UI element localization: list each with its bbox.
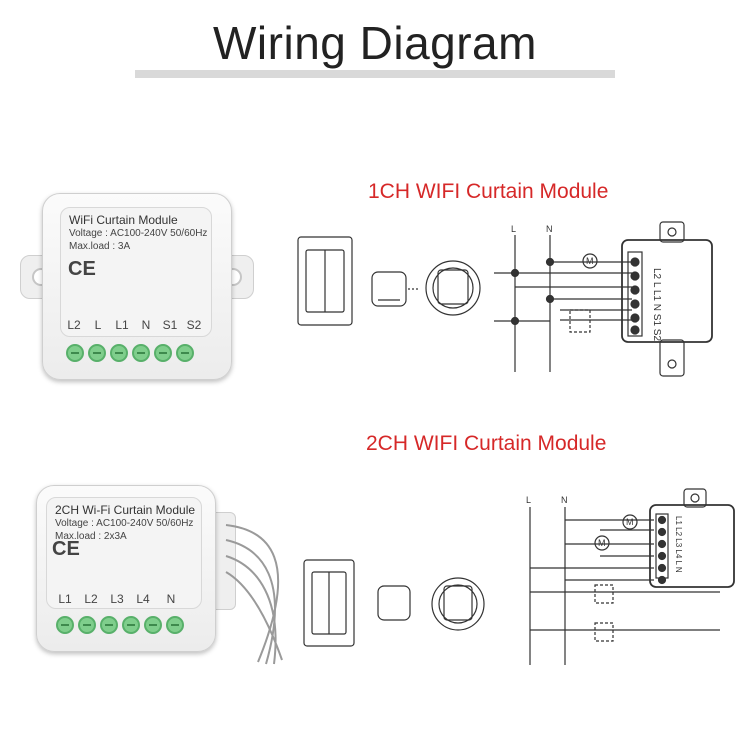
module1-pin-labels: L2 L L1 N S1 S2	[62, 318, 206, 332]
module1-terminal-block	[66, 344, 194, 362]
schematic2-motor2-label: M	[598, 538, 606, 548]
terminal-screw	[110, 344, 128, 362]
module1-pin-label: S2	[186, 318, 202, 332]
section1-title: 1CH WIFI Curtain Module	[368, 180, 609, 203]
schematic2-terminal-labels: L1 L2 L3 L4 L N	[674, 516, 683, 573]
schematic1-wiring	[494, 221, 713, 377]
terminal-screw	[66, 344, 84, 362]
module2-name: 2CH Wi-Fi Curtain Module	[55, 503, 196, 517]
schematic1-label-L: L	[511, 224, 516, 234]
schematic2-label-L: L	[526, 495, 531, 505]
module2-pin-label: L4	[136, 592, 150, 606]
module2-label: 2CH Wi-Fi Curtain Module Voltage : AC100…	[46, 497, 202, 609]
terminal-screw	[56, 616, 74, 634]
section2-title: 2CH WIFI Curtain Module	[366, 432, 607, 455]
module2-wire-leads	[225, 524, 283, 665]
module1-name: WiFi Curtain Module	[69, 213, 178, 227]
module2-terminal-block	[56, 616, 184, 634]
schematic1-label-N: N	[546, 224, 553, 234]
module1-pin-label: L2	[67, 318, 81, 332]
module2-pin-label: N	[166, 592, 176, 606]
schematic1-terminals	[510, 257, 640, 335]
wall-box-2-icon	[431, 577, 485, 631]
title-underline	[135, 70, 615, 78]
terminal-screw	[166, 616, 184, 634]
terminal-screw	[176, 344, 194, 362]
schematic2-label-N: N	[561, 495, 568, 505]
terminal-screw	[78, 616, 96, 634]
module1-pin-label: S1	[162, 318, 178, 332]
module2-voltage: Voltage : AC100-240V 50/60Hz	[55, 518, 194, 529]
wall-switch-2-icon	[303, 559, 355, 647]
terminal-screw	[122, 616, 140, 634]
module1-label: WiFi Curtain Module Voltage : AC100-240V…	[60, 207, 212, 337]
module2-pin-label: L1	[58, 592, 72, 606]
module1-pin-label: L1	[115, 318, 129, 332]
module1-voltage: Voltage : AC100-240V 50/60Hz	[69, 228, 208, 239]
module2-pin-label: L3	[110, 592, 124, 606]
page-title: Wiring Diagram	[213, 17, 537, 69]
module1-ce-mark: CE	[68, 258, 96, 280]
module1-maxload: Max.load : 3A	[69, 241, 131, 252]
schematic2-terminals	[657, 515, 667, 585]
module2-pin-label: L2	[84, 592, 98, 606]
terminal-screw	[88, 344, 106, 362]
schematic1-motor-label: M	[586, 256, 594, 266]
wall-switch-icon	[297, 236, 353, 326]
terminal-screw	[132, 344, 150, 362]
module2-pin-labels: L1 L2 L3 L4 N	[52, 592, 186, 606]
small-module-2-icon	[377, 585, 411, 621]
terminal-screw	[100, 616, 118, 634]
terminal-screw	[154, 344, 172, 362]
schematic2-motor-label: M	[626, 517, 634, 527]
wall-box-icon	[425, 260, 481, 316]
schematic1-terminal-labels: L2 L L1 N S1 S2	[651, 268, 662, 341]
module1-pin-label: N	[141, 318, 151, 332]
module2-maxload: Max.load : 2x3A	[55, 531, 127, 542]
module2-ce-mark: CE	[52, 538, 80, 560]
small-module-icon	[371, 271, 407, 307]
terminal-screw	[144, 616, 162, 634]
module1-pin-label: L	[94, 318, 102, 332]
schematic2-wiring	[529, 488, 735, 665]
